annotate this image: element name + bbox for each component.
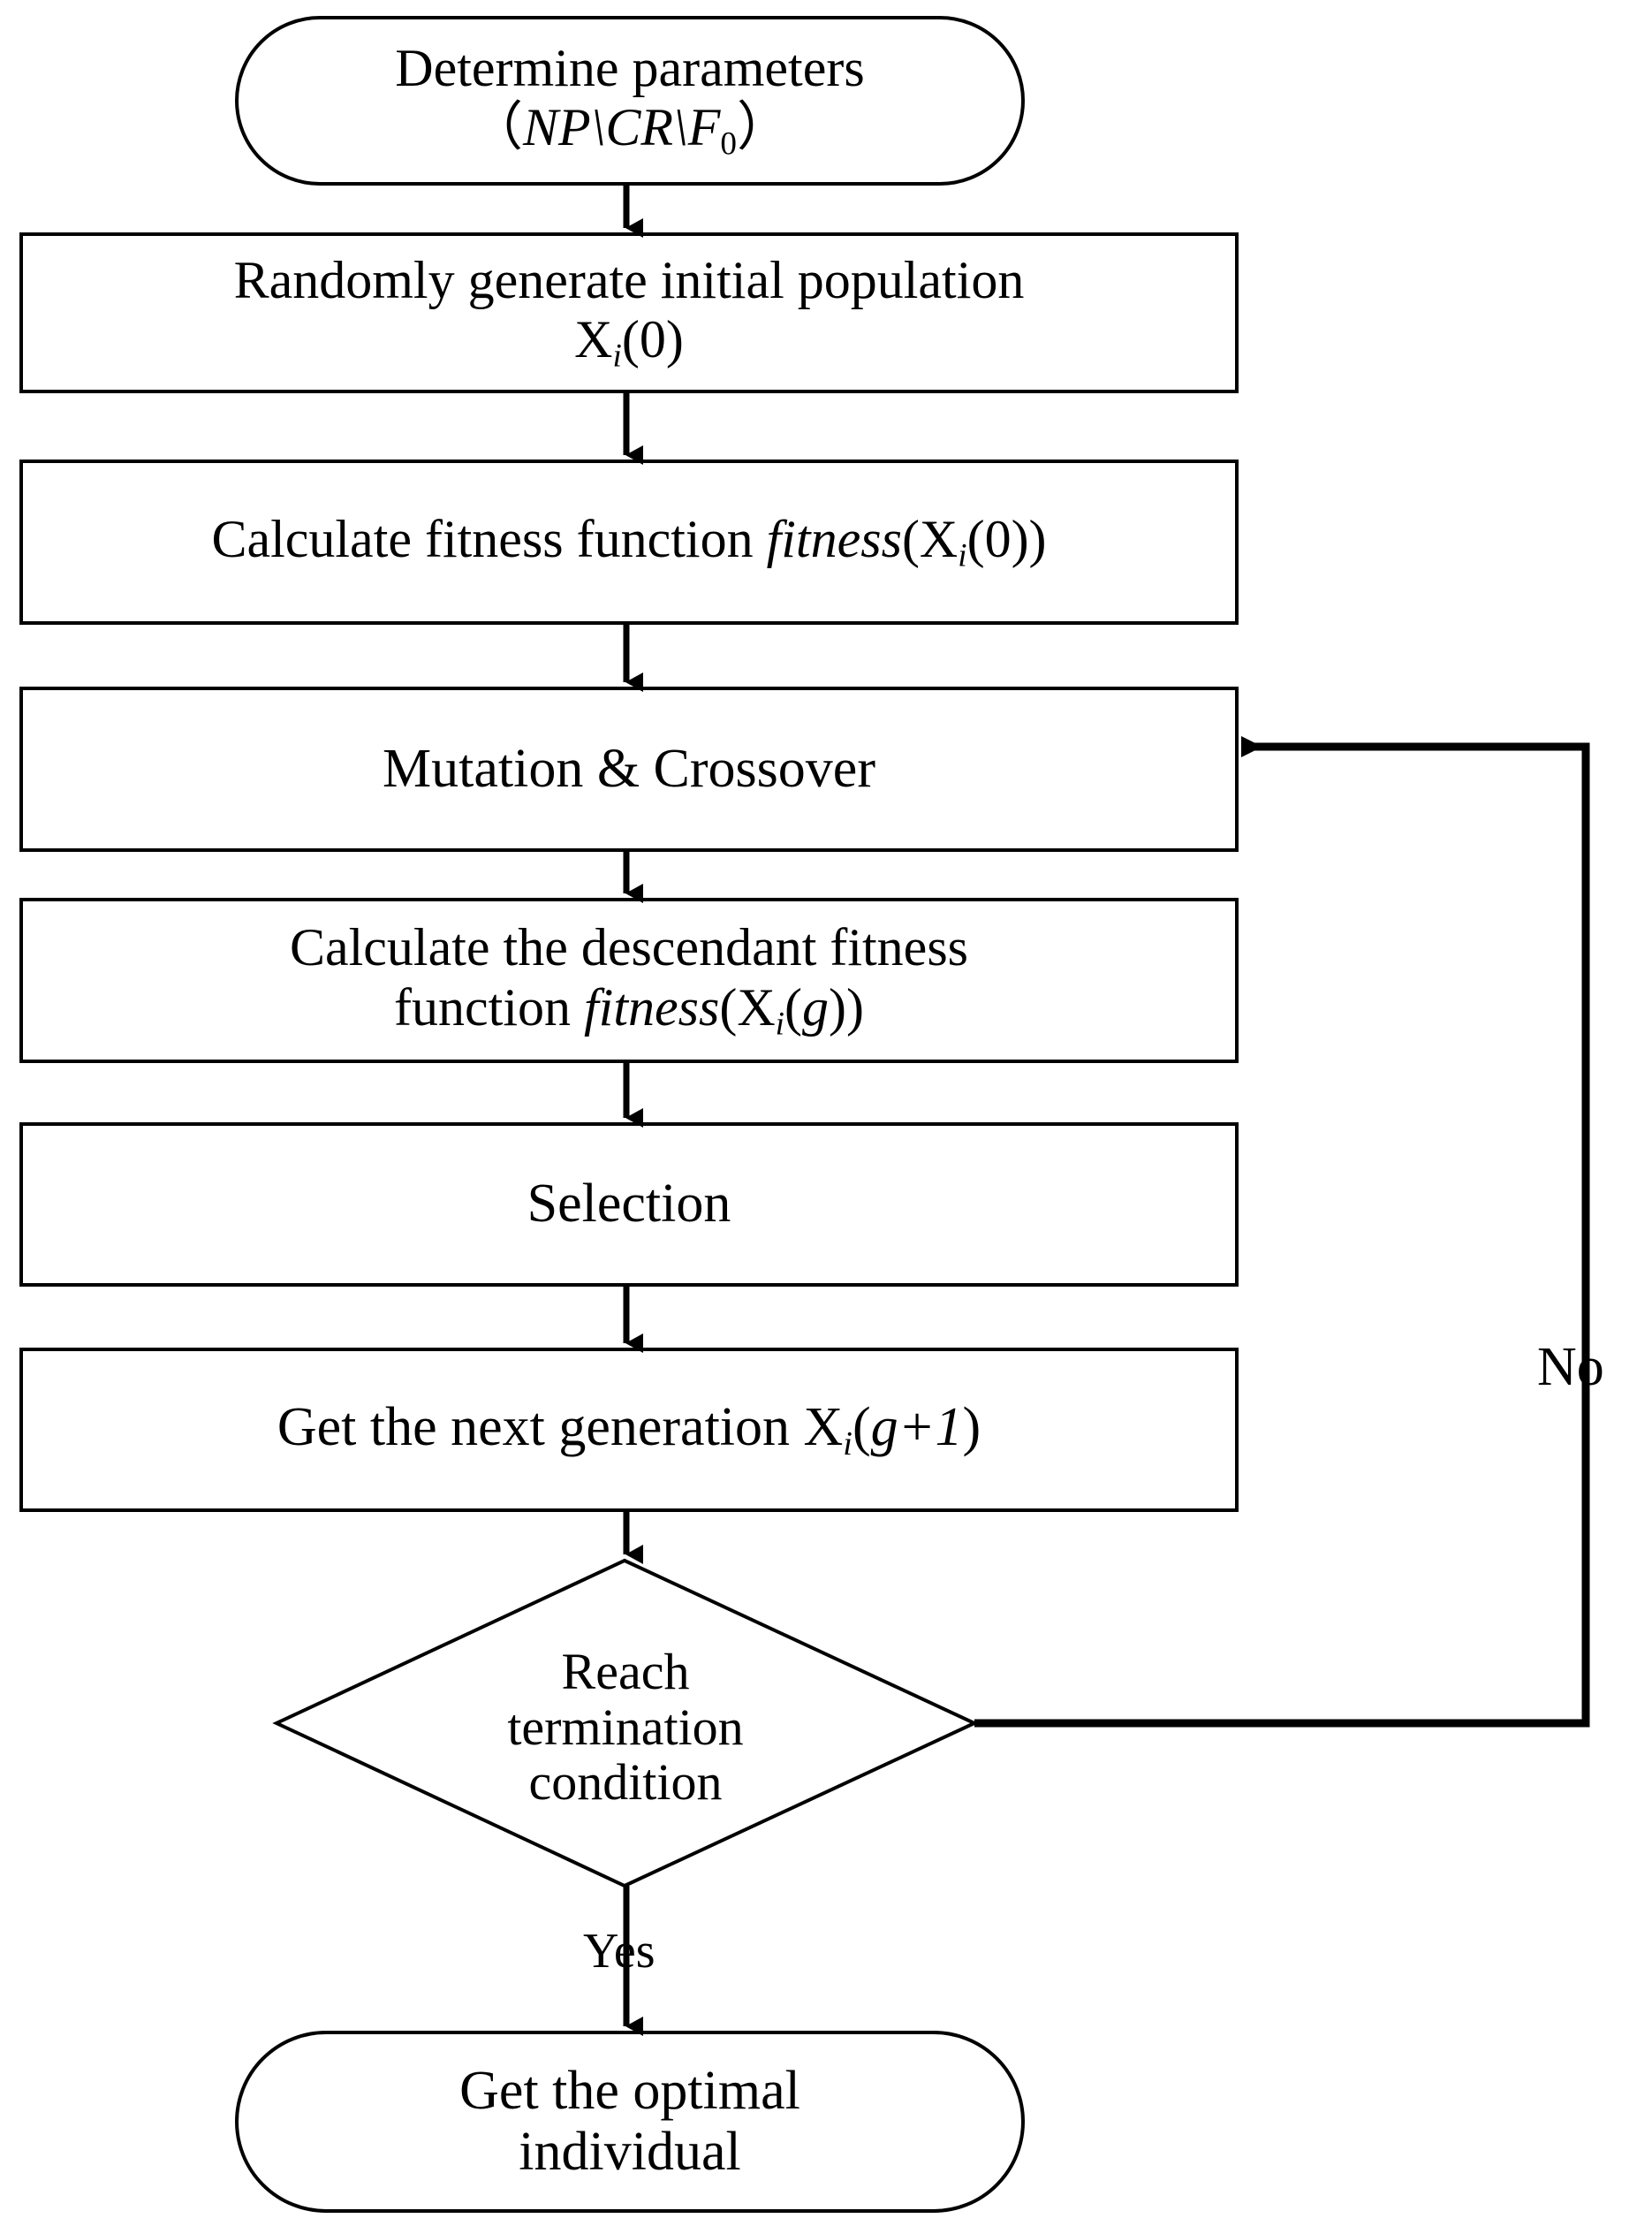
connector-no-feedback-loop (974, 736, 1590, 1728)
edge-label-yes: Yes (583, 1924, 655, 1979)
shape-determine-parameters (235, 16, 1025, 186)
shape-optimal-individual (235, 2031, 1025, 2213)
shape-initial-population (19, 232, 1239, 393)
shape-selection (19, 1122, 1239, 1287)
edge-label-no: No (1537, 1337, 1604, 1397)
shape-descendant-fitness (19, 898, 1239, 1063)
shape-mutation-crossover (19, 687, 1239, 852)
shape-calculate-fitness (19, 460, 1239, 625)
shape-termination-decision (272, 1558, 979, 1888)
shape-next-generation (19, 1348, 1239, 1512)
